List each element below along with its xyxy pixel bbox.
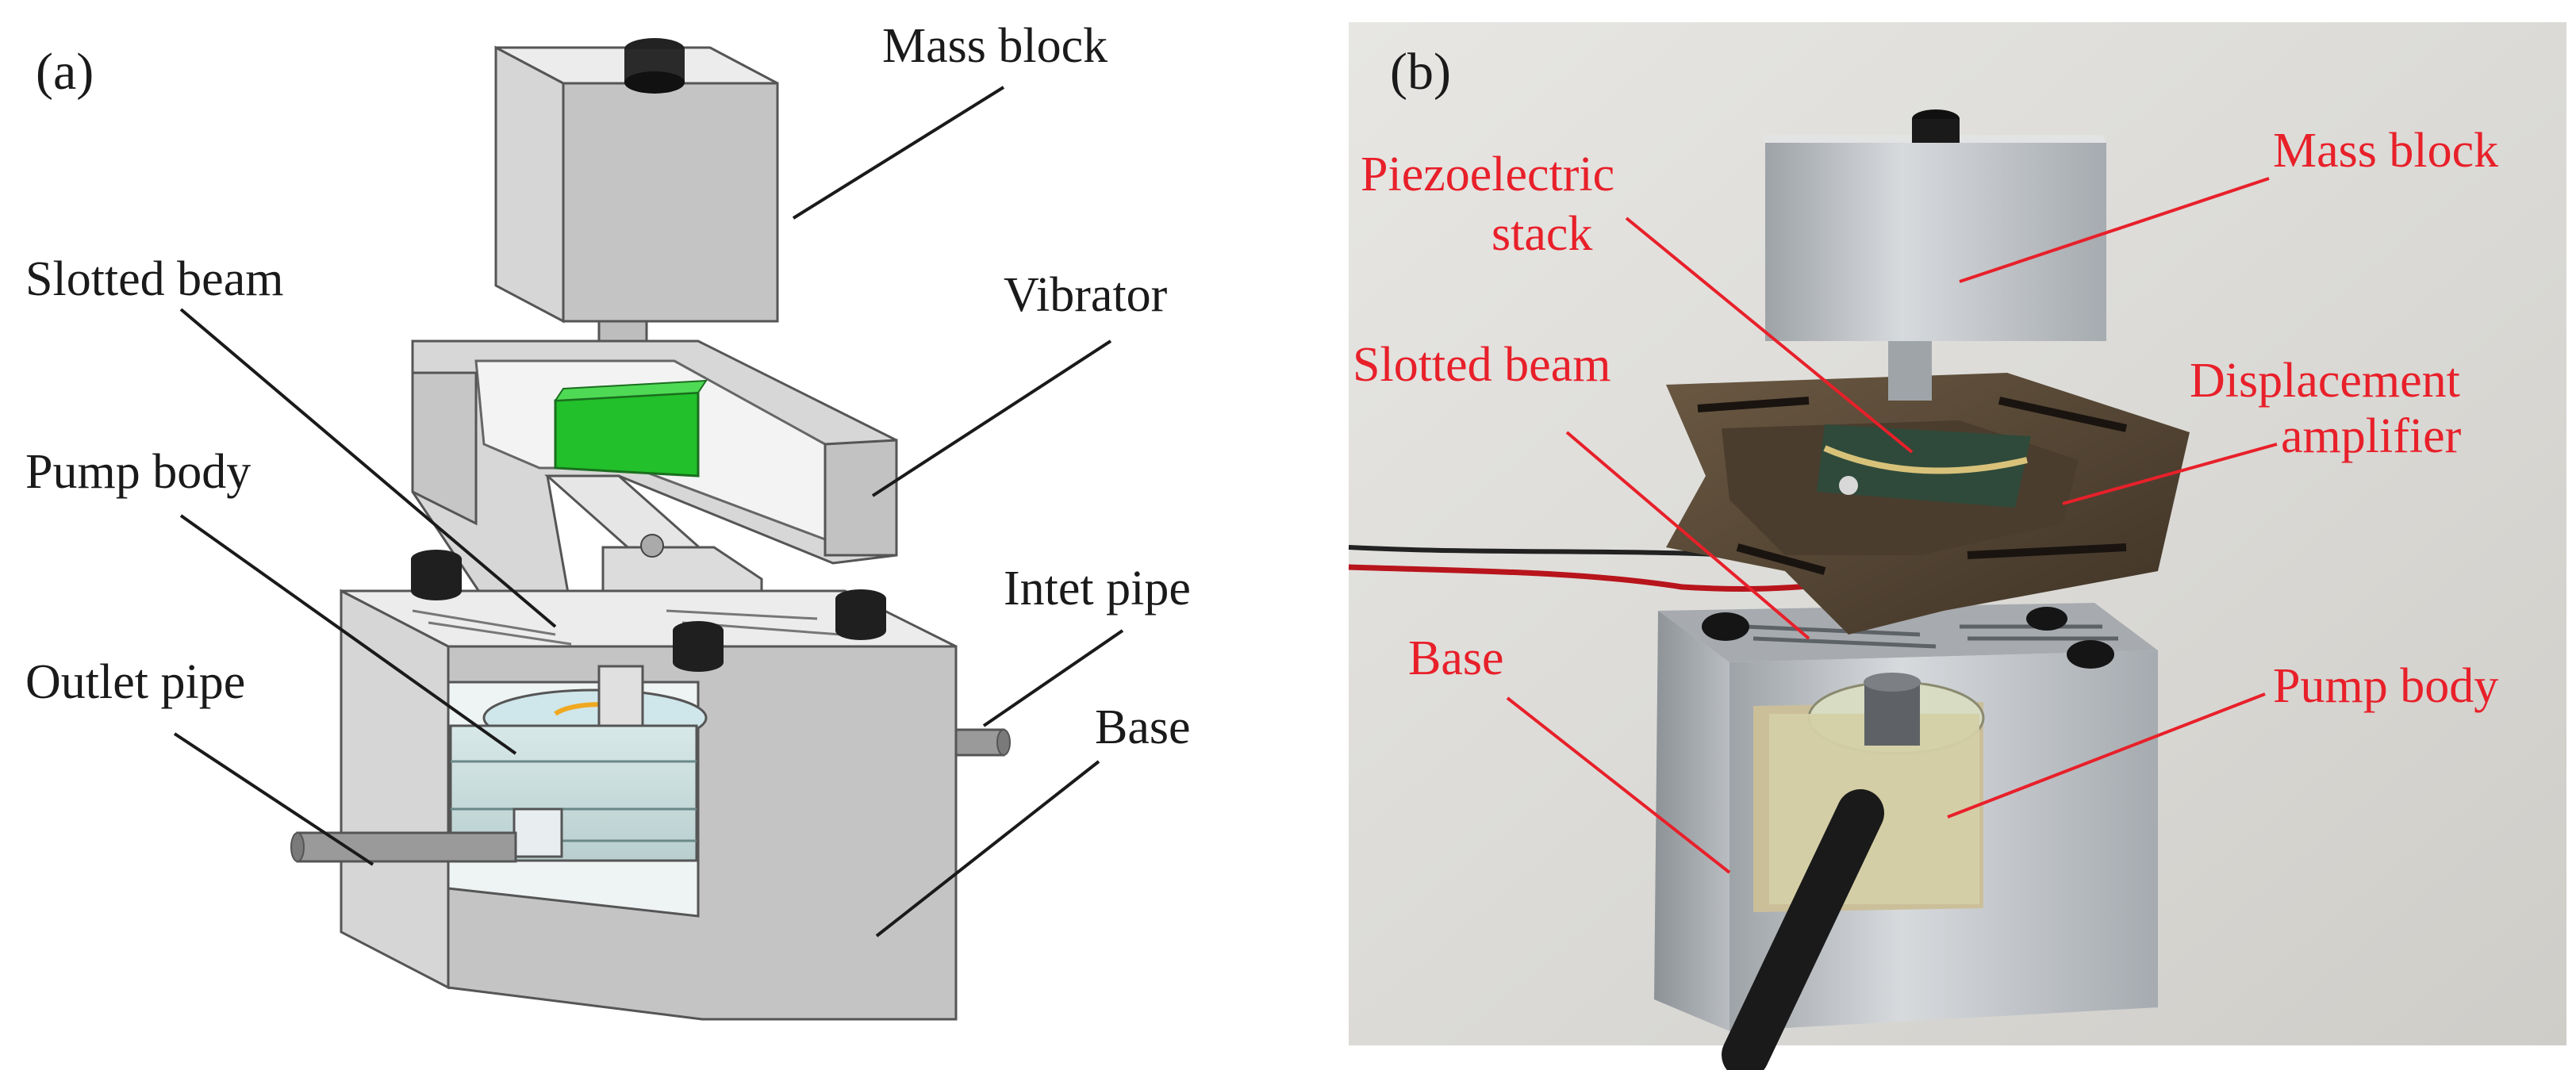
lead-a-base bbox=[875, 760, 1100, 938]
cad-base bbox=[340, 550, 958, 1021]
label-b-piezo-line2: stack bbox=[1491, 207, 1592, 261]
lead-b-displacement bbox=[2062, 443, 2278, 505]
panel-b: (b) Piezoelectric stack Mass block Slott… bbox=[1348, 22, 2566, 1070]
photo-mass-block bbox=[1761, 109, 2106, 341]
lead-a-outlet-pipe bbox=[173, 732, 374, 866]
lead-b-pump-body bbox=[1947, 692, 2266, 819]
label-b-base: Base bbox=[1408, 631, 1504, 685]
panel-b-tag: (b) bbox=[1390, 43, 1451, 101]
lead-a-mass-block bbox=[792, 86, 1005, 220]
photo-cable-red bbox=[1348, 564, 1841, 592]
cad-inlet-pipe bbox=[954, 728, 1011, 757]
cad-outlet-pipe bbox=[290, 831, 517, 863]
label-b-displacement-line2: amplifier bbox=[2281, 409, 2462, 463]
label-a-mass-block: Mass block bbox=[882, 19, 1108, 73]
photo-pump-body bbox=[1769, 673, 1985, 904]
label-a-outlet-pipe: Outlet pipe bbox=[25, 655, 245, 709]
label-a-slotted-beam: Slotted beam bbox=[25, 252, 283, 306]
label-b-pump-body: Pump body bbox=[2273, 659, 2498, 713]
lead-a-slotted-beam bbox=[179, 308, 557, 628]
cad-pump-body bbox=[449, 688, 708, 862]
cad-bolts bbox=[411, 550, 886, 672]
cad-piezo-stack bbox=[554, 391, 700, 477]
label-b-piezo-line1: Piezoelectric bbox=[1361, 148, 1614, 201]
lead-b-base bbox=[1506, 696, 1731, 874]
cad-vibrator bbox=[411, 339, 898, 620]
cad-mass-block bbox=[494, 38, 779, 324]
lead-b-slotted-beam bbox=[1565, 431, 1810, 640]
label-b-displacement-line1: Displacement bbox=[2190, 354, 2460, 408]
panel-a-tag: (a) bbox=[36, 43, 94, 101]
photo-outlet-tube bbox=[1722, 789, 1884, 1070]
photo-displacement-amplifier bbox=[1666, 373, 2190, 635]
panel-a: (a) Mass block Slotted beam Vibrator Pum… bbox=[25, 19, 1191, 1021]
label-a-pump-body: Pump body bbox=[25, 445, 251, 499]
label-b-slotted-beam: Slotted beam bbox=[1353, 338, 1610, 392]
label-a-base: Base bbox=[1095, 700, 1191, 754]
photo-piezo-stack bbox=[1817, 424, 2031, 508]
label-a-intet-pipe: Intet pipe bbox=[1004, 562, 1191, 616]
lead-b-piezo-stack bbox=[1625, 217, 1914, 454]
label-a-vibrator: Vibrator bbox=[1004, 268, 1168, 322]
lead-a-pump-body bbox=[179, 514, 517, 755]
lead-b-mass-block bbox=[1959, 177, 2270, 283]
label-b-mass-block: Mass block bbox=[2273, 124, 2498, 178]
lead-a-intet-pipe bbox=[982, 629, 1124, 727]
lead-a-vibrator bbox=[871, 339, 1112, 497]
